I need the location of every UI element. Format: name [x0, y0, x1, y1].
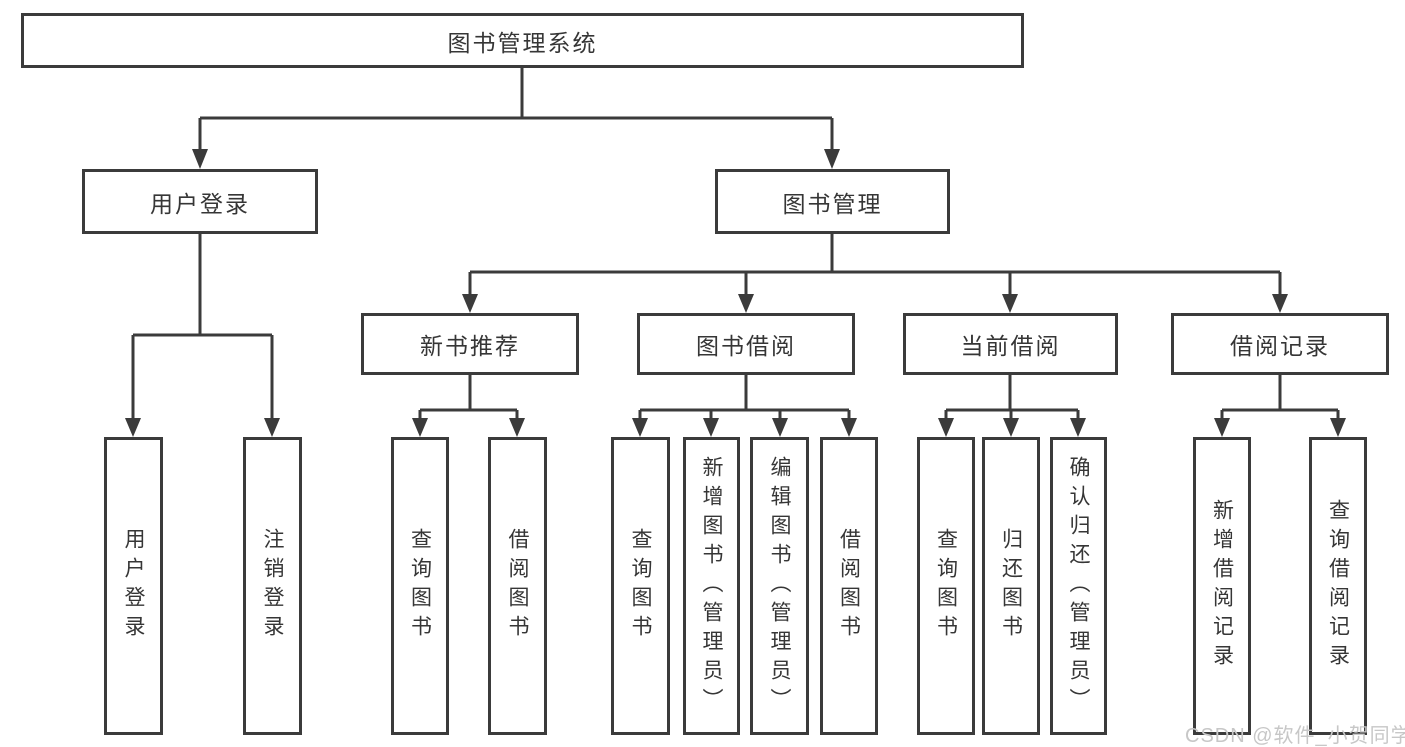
node-book-management: 图书管理 [715, 169, 950, 234]
node-library-management-system: 图书管理系统 [21, 13, 1024, 68]
node-user-login: 用户登录 [82, 169, 318, 234]
node-label: 查询图书 [408, 528, 432, 644]
leaf-query-books-borrowing: 查询图书 [611, 437, 670, 735]
node-borrowing-records: 借阅记录 [1171, 313, 1389, 375]
node-label: 图书管理系统 [447, 29, 598, 56]
node-new-book-recommendation: 新书推荐 [361, 313, 579, 375]
node-label: 图书借阅 [696, 333, 796, 359]
leaf-borrow-books-recommend: 借阅图书 [488, 437, 547, 735]
node-label: 用户登录 [122, 528, 146, 644]
leaf-query-books-recommend: 查询图书 [391, 437, 449, 735]
node-label: 查询图书 [629, 528, 653, 644]
leaf-borrow-books-borrowing: 借阅图书 [820, 437, 878, 735]
node-label: 借阅记录 [1230, 333, 1330, 359]
node-label: 查询借阅记录 [1326, 499, 1350, 673]
node-label: 新增图书（管理员） [700, 455, 724, 717]
leaf-confirm-return-admin: 确认归还（管理员） [1050, 437, 1107, 735]
node-label: 图书管理 [782, 190, 883, 217]
node-label: 注销登录 [261, 528, 285, 644]
leaf-add-books-admin: 新增图书（管理员） [683, 437, 740, 735]
node-label: 确认归还（管理员） [1067, 455, 1091, 717]
leaf-logout: 注销登录 [243, 437, 302, 735]
leaf-query-borrow-record: 查询借阅记录 [1309, 437, 1367, 735]
node-label: 新增借阅记录 [1210, 499, 1234, 673]
node-book-borrowing: 图书借阅 [637, 313, 855, 375]
leaf-edit-books-admin: 编辑图书（管理员） [750, 437, 809, 735]
csdn-watermark: CSDN @软件_小贺同学 [1185, 725, 1405, 747]
leaf-query-books-current: 查询图书 [917, 437, 975, 735]
node-label: 新书推荐 [420, 333, 520, 359]
node-label: 用户登录 [150, 190, 250, 217]
node-label: 查询图书 [934, 528, 958, 644]
leaf-return-books: 归还图书 [982, 437, 1040, 735]
leaf-add-borrow-record: 新增借阅记录 [1193, 437, 1251, 735]
node-label: 借阅图书 [506, 528, 530, 644]
node-current-borrowing: 当前借阅 [903, 313, 1118, 375]
node-label: 归还图书 [999, 528, 1023, 644]
node-label: 当前借阅 [960, 333, 1061, 359]
node-label: 借阅图书 [837, 528, 861, 644]
node-label: 编辑图书（管理员） [768, 455, 792, 717]
leaf-user-login: 用户登录 [104, 437, 163, 735]
